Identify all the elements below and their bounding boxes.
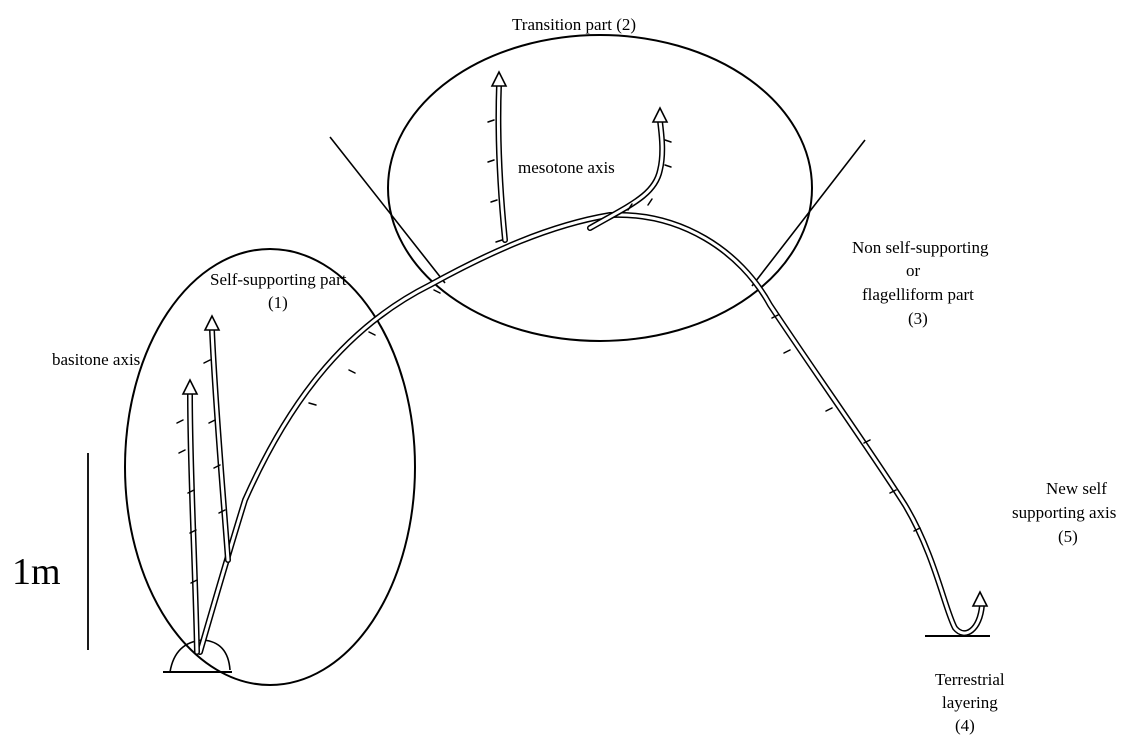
right-boundary-line bbox=[751, 139, 866, 287]
layering-apex-icon bbox=[971, 590, 989, 607]
main-flagelliform-stem bbox=[197, 211, 985, 655]
self-supporting-part-label: Self-supporting part bbox=[210, 270, 347, 289]
terrestrial-number: (4) bbox=[955, 716, 975, 735]
layering-label: layering bbox=[942, 693, 998, 712]
new-axis-number: (5) bbox=[1058, 527, 1078, 546]
apex-arrows bbox=[181, 70, 989, 607]
mesotone-right-apex-icon bbox=[651, 106, 669, 123]
second-basal-stem bbox=[209, 327, 231, 563]
mesotone-axis-left-stem bbox=[495, 82, 508, 243]
flagelliform-part-label: flagelliform part bbox=[862, 285, 974, 304]
new-self-label: New self bbox=[1046, 479, 1107, 498]
basitone-axis-stem bbox=[187, 392, 200, 655]
scale-label: 1m bbox=[12, 551, 61, 593]
flagelliform-part-number: (3) bbox=[908, 309, 928, 328]
mesotone-axis-label: mesotone axis bbox=[518, 158, 615, 177]
self-supporting-part-number: (1) bbox=[268, 293, 288, 312]
transition-zone-ellipse bbox=[387, 34, 813, 342]
basitone-axis-label: basitone axis bbox=[52, 350, 141, 369]
left-boundary-line bbox=[329, 136, 446, 284]
transition-part-label: Transition part (2) bbox=[512, 15, 637, 34]
terrestrial-label: Terrestrial bbox=[935, 670, 1005, 689]
mesotone-left-apex-icon bbox=[490, 70, 508, 87]
or-label: or bbox=[906, 261, 921, 280]
second-stem-apex-icon bbox=[203, 314, 221, 331]
basitone-apex-icon bbox=[181, 378, 199, 395]
leaf-ticks bbox=[176, 119, 921, 584]
non-self-supporting-label: Non self-supporting bbox=[852, 238, 989, 257]
mesotone-axis-right-stem bbox=[587, 117, 666, 231]
supporting-axis-label: supporting axis bbox=[1012, 503, 1117, 522]
self-supporting-zone-ellipse bbox=[124, 248, 416, 686]
